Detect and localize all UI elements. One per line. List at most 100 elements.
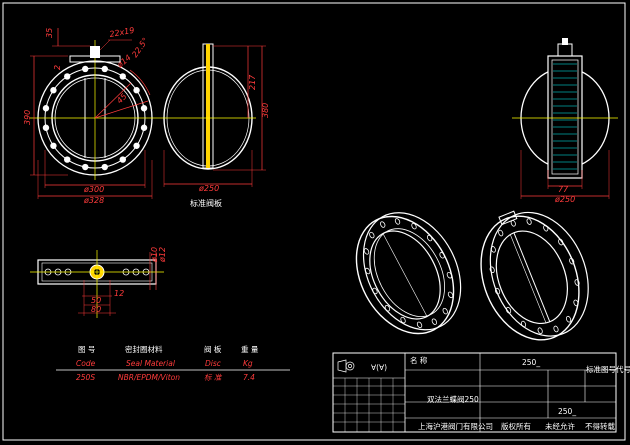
iso-hole — [494, 287, 501, 295]
th-weight: 重 量 — [241, 345, 259, 354]
company: 上海沪港阀门有限公司 — [418, 421, 493, 431]
iso-hole — [364, 267, 371, 275]
standard-small: 标准图号代号表 — [586, 364, 630, 374]
bolt-hole — [82, 65, 89, 73]
iso-hole — [363, 248, 370, 255]
bolt-hole — [133, 142, 140, 149]
bolt-hole — [82, 163, 89, 171]
en-code: Code — [76, 359, 96, 368]
bolt-hole — [42, 124, 50, 131]
body-hatching — [553, 63, 577, 170]
en-disc: Disc — [205, 359, 222, 368]
iso-hole — [489, 266, 495, 274]
en-seal: Seal Material — [126, 359, 176, 368]
iso-hole — [369, 231, 375, 239]
th-disc: 阀 板 — [204, 344, 222, 354]
iso-hole — [447, 291, 454, 299]
iso-hole — [416, 321, 423, 329]
iso-hole — [439, 252, 445, 259]
projection-symbol — [337, 359, 355, 373]
iso-hole — [498, 229, 504, 237]
bolt-hole — [64, 156, 71, 163]
top-mounting-pad — [69, 55, 121, 63]
unauthorized: 未经允许 — [545, 421, 575, 431]
iso-hole — [543, 224, 549, 232]
iso-hole — [505, 306, 512, 314]
val-seal: NBR/EPDM/Viton — [118, 373, 180, 382]
iso-hole — [526, 218, 532, 225]
dim-2: 2 — [53, 65, 62, 70]
dim-380: 380 — [261, 103, 270, 118]
iso-hole — [380, 221, 386, 228]
val-disc: 标 准 — [204, 373, 223, 382]
stem-top — [90, 46, 100, 58]
iso-hole — [400, 316, 406, 324]
stem-neck — [557, 43, 573, 57]
bolt-hole — [119, 156, 126, 163]
bolt-hole — [101, 65, 108, 73]
dim-d300: ø300 — [83, 185, 104, 194]
dim-d12: ø12 — [158, 247, 167, 263]
dim-35: 35 — [45, 28, 54, 38]
spec: 250_ — [558, 407, 576, 416]
iso-hole — [537, 327, 543, 334]
bolt-hole — [101, 163, 108, 171]
iso-hole — [372, 287, 378, 295]
name-label: 名 称 — [410, 355, 428, 365]
iso-hole — [490, 246, 496, 253]
bolt-hole — [42, 105, 50, 112]
dim-d328: ø328 — [83, 196, 104, 205]
isometric-right — [480, 210, 589, 341]
bolt-holes — [42, 65, 148, 171]
isometric-left — [355, 212, 462, 335]
iso-hole — [558, 238, 564, 246]
th-seal: 密封圈材料 — [125, 344, 163, 354]
val-code: 250S — [76, 373, 95, 382]
en-weight: Kg — [243, 359, 253, 368]
dim-d250-side: ø250 — [198, 184, 219, 193]
iso-hole — [431, 318, 438, 325]
disc-stem — [206, 44, 210, 168]
surface-mark: ∀(∀) — [371, 363, 387, 372]
no-copy: 不得转载 — [585, 421, 615, 431]
right-view: 77 ø250 — [512, 38, 618, 204]
side-view: 217 380 ø250 标准阀板 — [160, 43, 270, 208]
drawing-border — [2, 2, 626, 441]
iso-left-holes — [363, 218, 454, 329]
iso-right-holes — [489, 218, 580, 334]
bolt-hole — [64, 73, 71, 80]
iso-hole — [411, 222, 417, 230]
rights: 版权所有 — [501, 421, 531, 431]
dim-12: 12 — [114, 289, 124, 298]
dim-50: 50 — [91, 296, 101, 305]
bolt-hole — [140, 124, 148, 131]
th-code: 图 号 — [78, 345, 95, 354]
iso-hole — [394, 218, 401, 225]
material-table: 图 号 密封圈材料 阀 板 重 量 Code Seal Material Dis… — [56, 344, 290, 382]
iso-hole — [446, 272, 453, 279]
valve-body-side — [547, 55, 583, 179]
iso-hole — [573, 299, 579, 307]
bolt-hole — [140, 105, 148, 112]
dim-80: 80 — [91, 305, 101, 314]
dim-390-front: 390 — [23, 110, 32, 125]
dim-d250-right: ø250 — [554, 195, 575, 204]
part-name: 双法兰蝶阀250 — [427, 394, 479, 404]
iso-hole — [553, 325, 559, 333]
dim-d10: ø10 — [150, 247, 159, 263]
front-view: 35 22x19 22.5° ø14 2 45 390 ø300 ø328 — [23, 26, 160, 205]
iso-hole — [565, 315, 572, 323]
bolt-hole — [50, 142, 57, 149]
iso-hole — [520, 320, 527, 328]
iso-hole — [384, 304, 391, 312]
title-block: ∀(∀) 名 称 250_ 双法兰蝶阀250 250_ 上海沪港阀门有限公司 版… — [332, 352, 630, 433]
dim-217: 217 — [248, 74, 257, 90]
iso-hole — [574, 279, 580, 286]
side-view-caption: 标准阀板 — [190, 198, 222, 208]
bolt-hole — [50, 87, 57, 94]
dim-22x19: 22x19 — [109, 26, 135, 39]
dim-22-5-deg: 22.5° — [130, 36, 150, 59]
top-view: ø10 ø12 12 50 80 — [30, 247, 167, 318]
bolt-hole — [119, 73, 126, 80]
